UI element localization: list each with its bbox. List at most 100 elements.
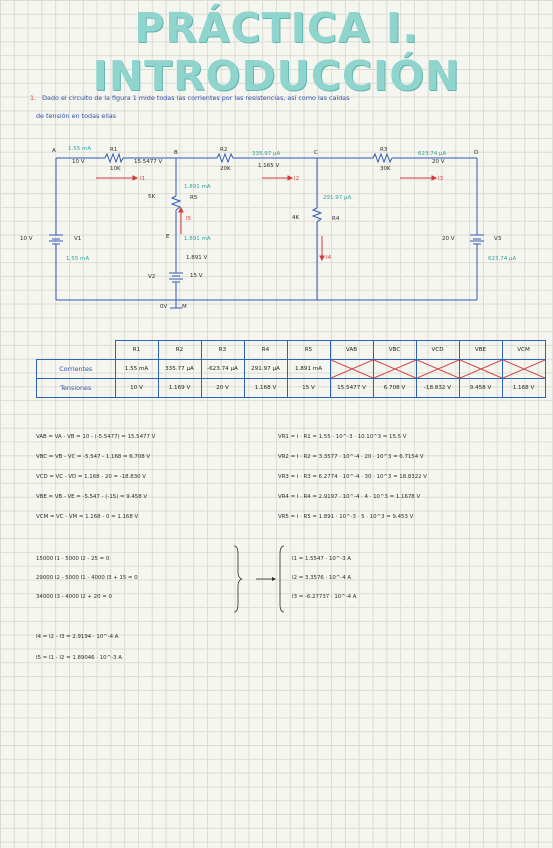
i4-label: I4: [326, 255, 332, 261]
v3-current: 623.74 µA: [488, 256, 516, 262]
source-v2: [169, 272, 183, 283]
source-v3: [470, 234, 484, 245]
table-header: VCD: [415, 340, 460, 360]
i2-label: I2: [294, 176, 299, 182]
r1-name: R1: [110, 147, 117, 153]
r1-voltage: 15.5477 V: [134, 159, 162, 165]
system-equation: 29000 I2 - 5000 I1 - 4000 I3 + 15 = 0: [36, 575, 138, 581]
row-label: Corrientes: [36, 359, 116, 379]
r2-value: 20K: [220, 166, 231, 172]
system-solution: I1 = 1.5547 · 10^-3 A: [292, 556, 352, 562]
v3-value: 20 V: [442, 236, 455, 242]
node-b: B: [174, 150, 178, 156]
r5-current: 1.891 mA: [184, 184, 211, 190]
node-a: A: [52, 148, 56, 154]
i1-label: I1: [140, 176, 145, 182]
table-header: R1: [114, 340, 159, 360]
system-equation: 15000 I1 - 5000 I2 - 25 = 0: [36, 556, 110, 562]
result-equation: I4 = I2 - I3 = 2.9194 · 10^-4 A: [36, 634, 119, 640]
current-arrows: [96, 175, 438, 262]
row-label: Tensiones: [36, 378, 116, 398]
node-e: E: [166, 234, 170, 240]
crossed-cell: [415, 359, 460, 379]
intro-text-1: Dado el circuito de la figura 1 mide tod…: [42, 94, 350, 102]
i3-label: I3: [438, 176, 444, 182]
equation-left: VBE = VB - VE = -5.547 - (-15) = 9.458 V: [36, 494, 148, 500]
question-number: 1.: [30, 94, 37, 102]
crossed-cell: [458, 359, 503, 379]
r2-name: R2: [220, 147, 227, 153]
v3-name: V3: [494, 236, 502, 242]
equation-right: VR1 = I · R1 = 1.55 · 10^-3 · 10.10^3 = …: [278, 434, 407, 440]
node-c: C: [314, 150, 318, 156]
table-header: VBE: [458, 340, 503, 360]
r2-current: 335.97 µA: [252, 151, 280, 157]
equation-right: VR3 = I · R3 = 6.2774 · 10^-4 · 30 · 10^…: [278, 474, 427, 480]
intro-line-2: de tensión en todas ellas: [36, 112, 117, 120]
r4-name: R4: [332, 216, 340, 222]
table-cell: 20 V: [200, 378, 245, 398]
result-equation: I5 = I1 - I2 = 1.89046 · 10^-3 A: [36, 655, 122, 661]
r2-voltage: 1.165 V: [258, 163, 279, 169]
table-cell: 1.168 V: [243, 378, 288, 398]
equation-right: VR5 = I · R5 = 1.891 · 10^-3 · 5 · 10^3 …: [278, 514, 414, 520]
r4-value: 4K: [292, 215, 299, 221]
table-cell: 291.97 µA: [243, 359, 288, 379]
table-cell: 1.169 V: [157, 378, 202, 398]
v1-value: 10 V: [20, 236, 33, 242]
system-brackets: [233, 545, 285, 613]
r3-name: R3: [380, 147, 388, 153]
resistor-r4: [311, 207, 323, 223]
crossed-cell: [329, 359, 374, 379]
table-cell: 15 V: [286, 378, 331, 398]
v2-name: V2: [148, 274, 155, 280]
page-title: PRÁCTICA I. INTRODUCCIÓN: [92, 4, 461, 100]
table-row-voltages: Tensiones 10 V 1.169 V 20 V 1.168 V 15 V…: [36, 378, 546, 398]
r5-value: 5K: [148, 194, 155, 200]
table-cell: -623.74 µA: [200, 359, 245, 379]
table-cell: 335.77 µA: [157, 359, 202, 379]
table-header: R3: [200, 340, 245, 360]
r1-current: 1.55 mA: [68, 146, 91, 152]
table-header: R5: [286, 340, 331, 360]
table-cell: 10 V: [114, 378, 159, 398]
table-cell: -18.832 V: [415, 378, 460, 398]
table-header-row: R1 R2 R3 R4 R5 VAB VBC VCD VBE VCM: [37, 340, 546, 360]
intro-line-1: 1. Dado el circuito de la figura 1 mide t…: [30, 94, 350, 102]
r1-value: 10K: [110, 166, 121, 172]
system-solution: I3 = -6.27737 · 10^-4 A: [292, 594, 357, 600]
node-m: M: [182, 304, 187, 310]
system-equation: 34000 I3 - 4000 I2 + 20 = 0: [36, 594, 112, 600]
equation-left: VCD = VC - VD = 1.168 - 20 = -18.830 V: [36, 474, 146, 480]
results-table: R1 R2 R3 R4 R5 VAB VBC VCD VBE VCM Corri…: [36, 340, 546, 398]
ground-label: 0V: [160, 304, 167, 310]
system-solution: I2 = 3.3576 · 10^-4 A: [292, 575, 352, 581]
r5-name: R5: [190, 195, 198, 201]
table-header: R4: [243, 340, 288, 360]
r3-value: 30K: [380, 166, 391, 172]
resistor-r1: [104, 152, 124, 164]
source-v1: [49, 234, 63, 245]
i5-label: I5: [186, 216, 192, 222]
table-cell: 1.55 mA: [114, 359, 159, 379]
resistor-r3: [372, 152, 393, 164]
table-row-currents: Corrientes 1.55 mA 335.77 µA -623.74 µA …: [36, 359, 546, 379]
v2-value: 15 V: [190, 273, 203, 279]
table-cell: 9.458 V: [458, 378, 503, 398]
r4-current: 291.97 µA: [323, 195, 351, 201]
node-d: D: [474, 150, 478, 156]
equation-left: VCM = VC - VM = 1.168 - 0 = 1.168 V: [36, 514, 139, 520]
r5-voltage: 1.891 V: [186, 255, 207, 261]
table-cell: 1.168 V: [501, 378, 546, 398]
table-header: R2: [157, 340, 202, 360]
r1-volt-left: 10 V: [72, 159, 85, 165]
r5-current-2: 1.891 mA: [184, 236, 211, 242]
v1-current: 1.55 mA: [66, 256, 89, 262]
resistor-r5: [170, 195, 182, 211]
table-header: VAB: [329, 340, 374, 360]
crossed-cell: [501, 359, 546, 379]
equation-right: VR2 = I · R2 = 3.3577 · 10^-4 · 20 · 10^…: [278, 454, 424, 460]
equation-left: VAB = VA - VB = 10 - (-5.5477) = 15.5477…: [36, 434, 156, 440]
equation-left: VBC = VB - VC = -5.547 - 1.168 = 6.708 V: [36, 454, 151, 460]
crossed-cell: [372, 359, 417, 379]
